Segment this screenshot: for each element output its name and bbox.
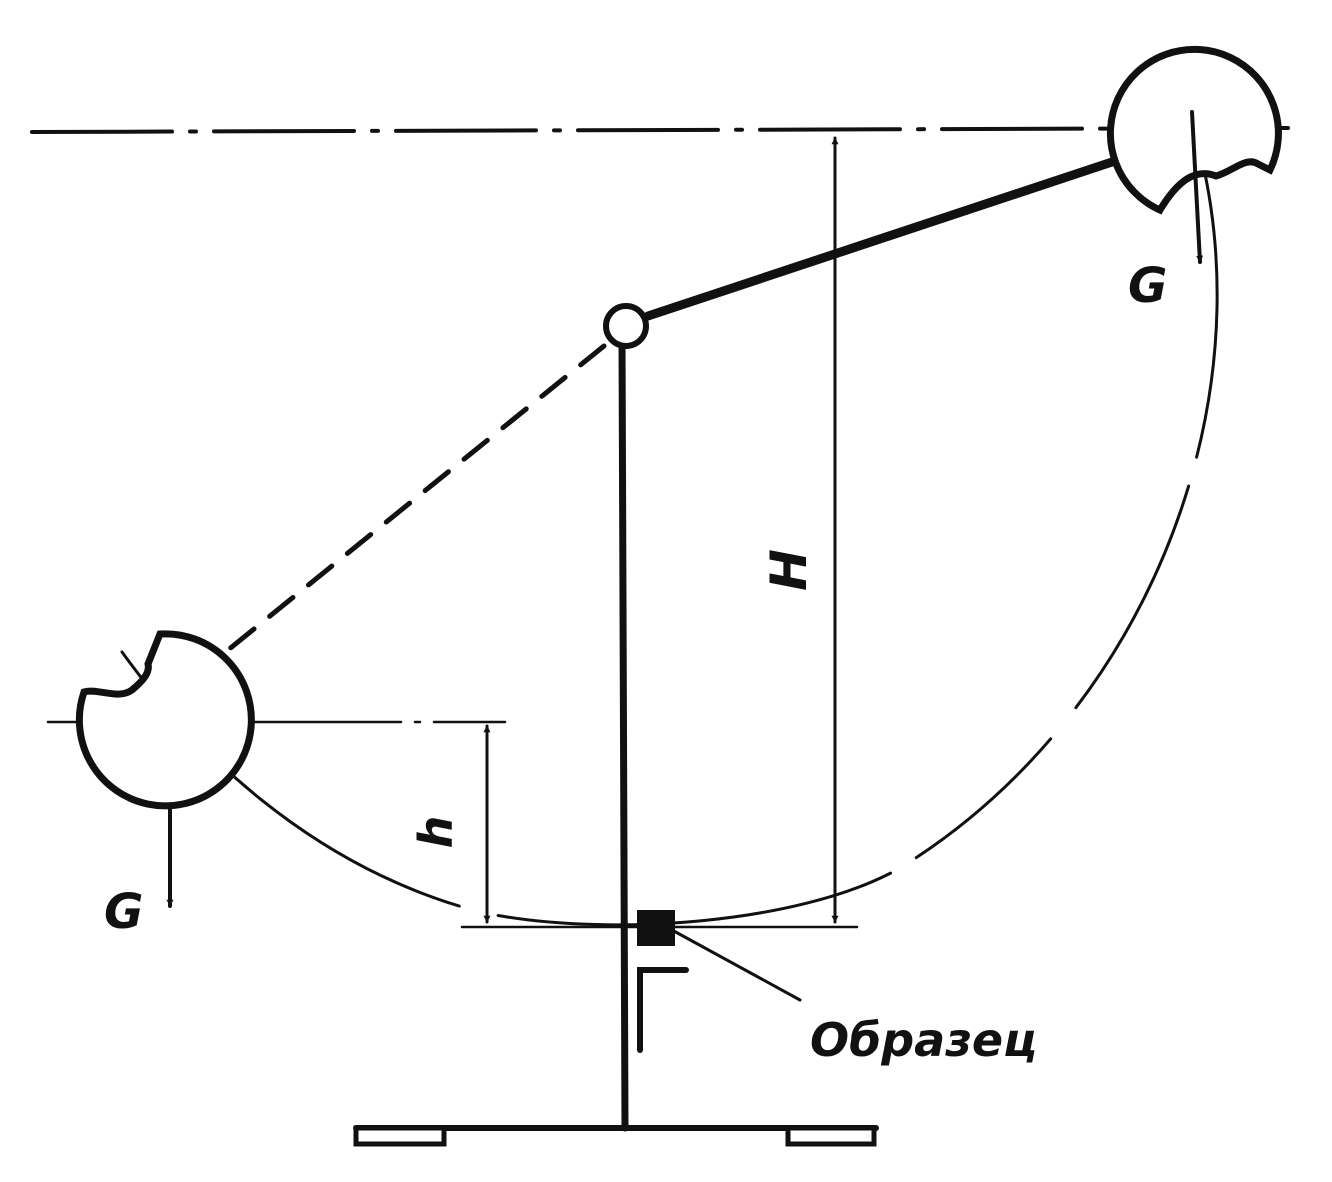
stand-post: [618, 336, 629, 1132]
weight-label-left: G: [104, 884, 143, 940]
pivot: [603, 303, 649, 349]
weight-label-top: G: [1128, 258, 1167, 314]
pendulum-arm-raised: [643, 155, 1123, 321]
height-rise-label: h: [409, 816, 463, 849]
base-foot-right: [785, 1125, 877, 1147]
base-foot-left: [353, 1125, 447, 1147]
specimen-leader: [670, 928, 802, 1002]
height-drop-label: H: [760, 549, 818, 591]
specimen-block: [637, 910, 675, 946]
specimen-label: Образец: [810, 1013, 1037, 1067]
pendulum-arm-swung: [225, 343, 607, 653]
weight-arrow-top: [1190, 110, 1204, 264]
specimen-support: [637, 967, 689, 1053]
top-centerline: [30, 126, 1300, 134]
swing-arc: [120, 158, 1219, 927]
hammer-swung: [75, 630, 255, 810]
